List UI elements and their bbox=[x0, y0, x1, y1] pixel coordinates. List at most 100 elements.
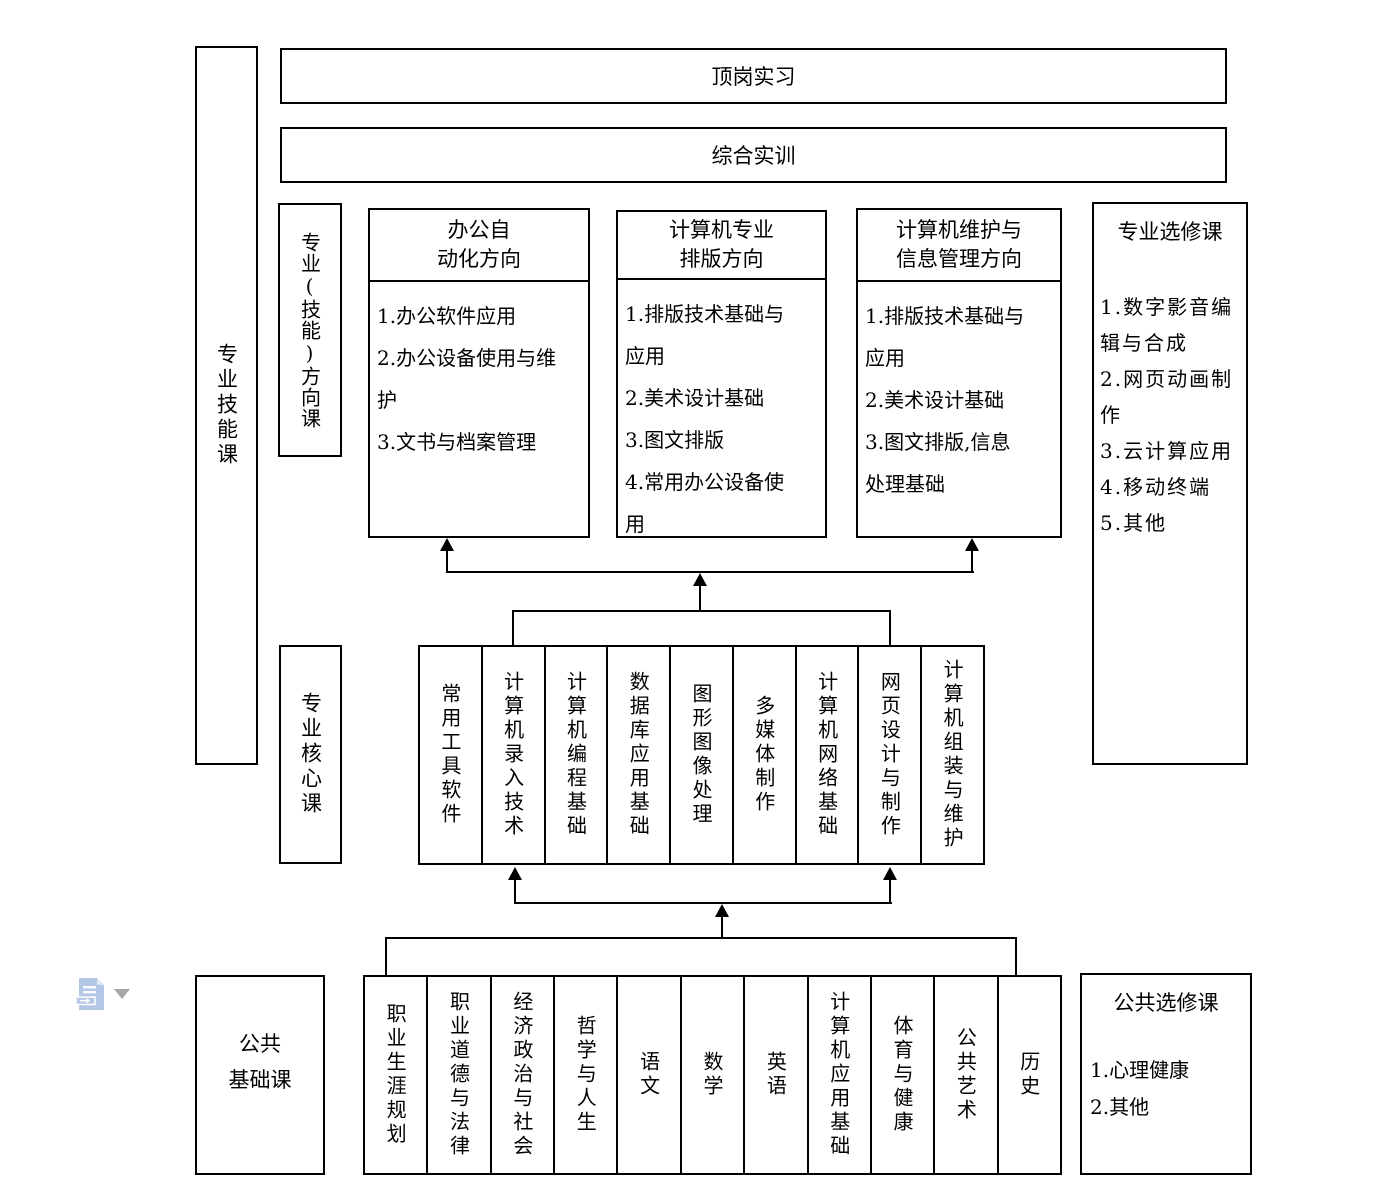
connector-line bbox=[889, 879, 891, 904]
public-electives-items: 1.心理健康 2.其他 bbox=[1082, 1052, 1250, 1126]
direction-section-label: 专业(技能)方向课 bbox=[297, 231, 322, 429]
course-label: 计算机应用基础 bbox=[826, 991, 851, 1159]
bracket-public-left bbox=[385, 937, 387, 977]
public-electives-box: 公共选修课 1.心理健康 2.其他 bbox=[1080, 973, 1252, 1175]
core-course-column: 计算机组装与维护 bbox=[920, 647, 983, 863]
public-course-column: 英语 bbox=[743, 977, 806, 1173]
arrowhead-to-maintenance-info bbox=[965, 538, 979, 551]
course-item: 1.排版技术基础与 应用 bbox=[625, 302, 785, 368]
course-item: 2.美术设计基础 bbox=[865, 388, 1005, 412]
direction-box-title: 计算机维护与 信息管理方向 bbox=[858, 210, 1060, 282]
arrowhead-public-to-core bbox=[715, 904, 729, 917]
course-item: 1.数字影音编 辑与合成 bbox=[1100, 295, 1234, 355]
connector-line bbox=[971, 550, 973, 573]
connector-line bbox=[721, 917, 723, 939]
arrowhead-to-core-left bbox=[508, 867, 522, 880]
direction-box-items: 1.排版技术基础与 应用 2.美术设计基础 3.图文排版 4.常用办公设备使 用 bbox=[618, 280, 825, 545]
connector-line bbox=[699, 586, 701, 612]
direction-box-title: 计算机专业 排版方向 bbox=[618, 212, 825, 280]
course-label: 历史 bbox=[1016, 1051, 1041, 1099]
direction-box-title: 办公自 动化方向 bbox=[370, 210, 588, 282]
course-item: 5.其他 bbox=[1100, 511, 1168, 535]
course-label: 语文 bbox=[636, 1051, 661, 1099]
direction-box-items: 1.办公软件应用 2.办公设备使用与维 护 3.文书与档案管理 bbox=[370, 282, 588, 463]
public-course-column: 职业生涯规划 bbox=[365, 977, 426, 1173]
skill-section-label: 专业技能课 bbox=[214, 343, 239, 468]
core-courses-row: 常用工具软件 计算机录入技术 计算机编程基础 数据库应用基础 图形图像处理 多媒… bbox=[418, 645, 985, 865]
course-item: 1.心理健康 bbox=[1090, 1058, 1190, 1082]
public-course-column: 语文 bbox=[616, 977, 679, 1173]
course-label: 多媒体制作 bbox=[751, 695, 776, 815]
connector-distributor-upper bbox=[446, 571, 974, 573]
course-item: 3.文书与档案管理 bbox=[377, 430, 537, 454]
public-course-column: 职业道德与法律 bbox=[426, 977, 489, 1173]
core-course-column: 网页设计与制作 bbox=[857, 647, 920, 863]
paste-options-widget bbox=[74, 977, 132, 1015]
public-course-column: 数学 bbox=[679, 977, 743, 1173]
bracket-core-right bbox=[889, 610, 891, 647]
public-courses-row: 职业生涯规划 职业道德与法律 经济政治与社会 哲学与人生 语文 数学 英语 计算… bbox=[363, 975, 1062, 1175]
banner-comprehensive-training: 综合实训 bbox=[280, 127, 1227, 183]
public-course-column: 经济政治与社会 bbox=[489, 977, 553, 1173]
skill-section-label-box: 专业技能课 bbox=[195, 46, 258, 765]
course-item: 1.办公软件应用 bbox=[377, 304, 517, 328]
course-label: 计算机组装与维护 bbox=[940, 659, 965, 851]
professional-electives-title: 专业选修课 bbox=[1117, 220, 1223, 244]
course-item: 2.美术设计基础 bbox=[625, 386, 765, 410]
connector-line bbox=[514, 879, 516, 904]
chevron-down-icon[interactable] bbox=[114, 989, 130, 999]
course-label: 计算机编程基础 bbox=[563, 671, 588, 839]
direction-section-label-box: 专业(技能)方向课 bbox=[278, 203, 342, 457]
course-label: 经济政治与社会 bbox=[509, 991, 534, 1159]
core-course-column: 常用工具软件 bbox=[420, 647, 481, 863]
course-label: 公共艺术 bbox=[953, 1027, 978, 1123]
core-section-label-box: 专业核心课 bbox=[279, 645, 342, 864]
course-item: 3.图文排版 bbox=[625, 428, 725, 452]
connector-line bbox=[446, 550, 448, 573]
course-label: 哲学与人生 bbox=[573, 1015, 598, 1135]
professional-electives-items: 1.数字影音编 辑与合成 2.网页动画制 作 3.云计算应用 4.移动终端 5.… bbox=[1094, 289, 1246, 541]
course-item: 2.网页动画制 作 bbox=[1100, 367, 1234, 427]
course-label: 英语 bbox=[763, 1051, 788, 1099]
core-course-column: 计算机网络基础 bbox=[794, 647, 858, 863]
direction-box-typesetting: 计算机专业 排版方向 1.排版技术基础与 应用 2.美术设计基础 3.图文排版 … bbox=[616, 210, 827, 538]
course-label: 数据库应用基础 bbox=[626, 671, 651, 839]
course-label: 网页设计与制作 bbox=[877, 671, 902, 839]
public-course-column: 哲学与人生 bbox=[553, 977, 616, 1173]
core-course-column: 计算机编程基础 bbox=[543, 647, 607, 863]
course-label: 图形图像处理 bbox=[689, 683, 714, 827]
course-item: 4.常用办公设备使 用 bbox=[625, 470, 785, 536]
direction-box-items: 1.排版技术基础与 应用 2.美术设计基础 3.图文排版,信息 处理基础 bbox=[858, 282, 1060, 505]
core-course-column: 图形图像处理 bbox=[669, 647, 732, 863]
course-item: 3.图文排版,信息 处理基础 bbox=[865, 430, 1011, 496]
course-label: 体育与健康 bbox=[890, 1015, 915, 1135]
course-item: 2.办公设备使用与维 护 bbox=[377, 346, 557, 412]
public-course-column: 历史 bbox=[996, 977, 1060, 1173]
arrowhead-to-office-automation bbox=[440, 538, 454, 551]
public-section-label-box: 公共 基础课 bbox=[195, 975, 325, 1175]
core-course-column: 数据库应用基础 bbox=[606, 647, 669, 863]
course-label: 数学 bbox=[699, 1051, 724, 1099]
bracket-public-right bbox=[1015, 937, 1017, 977]
bracket-core-top bbox=[512, 610, 891, 612]
core-section-label: 专业核心课 bbox=[298, 692, 323, 817]
paste-options-document-icon bbox=[75, 978, 104, 1010]
public-course-column: 计算机应用基础 bbox=[806, 977, 870, 1173]
bracket-core-left bbox=[512, 610, 514, 647]
public-section-label: 公共 基础课 bbox=[228, 1032, 292, 1092]
connector-distributor-lower bbox=[514, 902, 892, 904]
banner-comprehensive-training-label: 综合实训 bbox=[711, 144, 796, 168]
course-item: 3.云计算应用 bbox=[1100, 439, 1234, 463]
paste-options-icon[interactable] bbox=[74, 977, 108, 1017]
banner-internship-label: 顶岗实习 bbox=[711, 65, 796, 89]
banner-internship: 顶岗实习 bbox=[280, 48, 1227, 104]
core-course-column: 多媒体制作 bbox=[731, 647, 795, 863]
course-label: 职业道德与法律 bbox=[446, 991, 471, 1159]
public-electives-title: 公共选修课 bbox=[1113, 991, 1219, 1015]
direction-box-office-automation: 办公自 动化方向 1.办公软件应用 2.办公设备使用与维 护 3.文书与档案管理 bbox=[368, 208, 590, 538]
public-course-column: 公共艺术 bbox=[933, 977, 996, 1173]
core-course-column: 计算机录入技术 bbox=[480, 647, 544, 863]
course-label: 计算机录入技术 bbox=[500, 671, 525, 839]
arrowhead-core-to-directions bbox=[693, 573, 707, 586]
